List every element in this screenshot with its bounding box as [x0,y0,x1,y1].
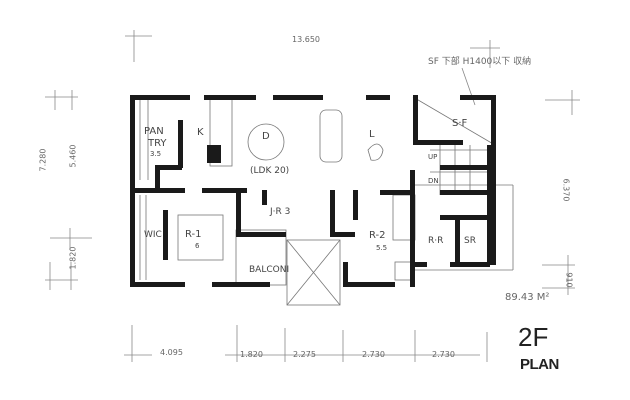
label-dining: D [262,131,270,142]
label-pantry-1: PAN [144,126,164,137]
label-wic: WIC [144,230,162,240]
label-r2-size: 5.5 [376,244,388,252]
dimension-left-part-2: 1.820 [68,246,78,270]
label-pantry-2: TRY [148,138,167,149]
plan-subtitle: PLAN [520,356,559,373]
dimension-top-total: 13.650 [292,35,320,44]
dimension-bottom-4: 2.730 [362,350,385,359]
dimension-left-part-1: 5.460 [68,144,78,168]
floor-area: 89.43 M² [505,292,550,303]
dimension-bottom-3: 2.275 [293,350,316,359]
label-rr: R·R [428,236,444,246]
dimension-right-part-2: 910 [564,272,574,288]
label-kitchen: K [197,127,204,138]
label-ldk: (LDK 20) [250,166,290,176]
walls [130,95,496,287]
label-sr: SR [464,236,476,246]
dimension-left-total: 7.280 [38,148,48,172]
dimension-right-part-1: 6.370 [561,178,571,202]
label-r1-size: 6 [195,242,200,250]
dimension-bottom-2: 1.820 [240,350,263,359]
label-sf: S·F [452,118,468,129]
label-balcony: BALCONI [249,265,290,275]
label-r1: R-1 [185,229,202,240]
label-stair-down: DN [428,177,439,185]
storage-note: SF 下部 H1400以下 収納 [428,57,532,67]
dimension-bottom-1: 4.095 [160,348,183,357]
floor-title: 2F [518,322,549,352]
label-stair-up: UP [428,153,438,161]
label-pantry-size: 3.5 [150,150,162,158]
label-r2: R-2 [369,230,386,241]
label-jr: J·R 3 [270,207,291,217]
label-living: L [369,129,375,140]
dimension-lines [45,30,580,362]
dimension-bottom-5: 2.730 [432,350,455,359]
